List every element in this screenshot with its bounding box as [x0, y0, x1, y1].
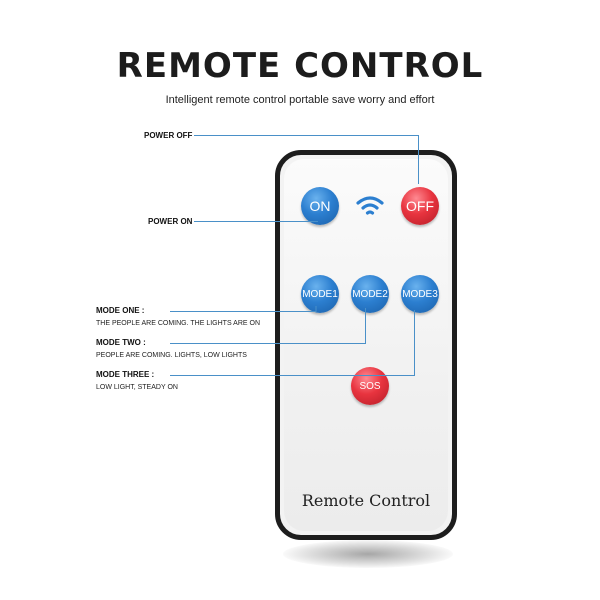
label-power-off: POWER OFF — [144, 131, 193, 140]
mode2-button-label: MODE2 — [352, 288, 388, 300]
label-mode-one-desc: THE PEOPLE ARE COMING. THE LIGHTS ARE ON — [96, 320, 261, 327]
remote-control: ON OFF MODE1 MODE2 MODE3 SOS Remote Cont… — [275, 150, 457, 540]
label-mode-two: MODE TWO : — [96, 338, 146, 347]
mode2-button[interactable]: MODE2 — [351, 275, 389, 313]
on-button[interactable]: ON — [301, 187, 339, 225]
label-mode-three: MODE THREE : — [96, 370, 155, 379]
remote-face: ON OFF MODE1 MODE2 MODE3 SOS Remote Cont… — [284, 159, 448, 531]
remote-brand-text: Remote Control — [301, 491, 431, 510]
page-title: REMOTE CONTROL — [116, 46, 484, 86]
sos-button[interactable]: SOS — [351, 367, 389, 405]
label-power-on: POWER ON — [148, 217, 193, 226]
label-mode-two-desc: PEOPLE ARE COMING. LIGHTS, LOW LIGHTS — [96, 352, 247, 359]
wifi-signal-icon — [354, 191, 386, 223]
sos-button-label: SOS — [359, 380, 381, 392]
mode3-button-label: MODE3 — [402, 288, 438, 300]
mode1-button-label: MODE1 — [302, 288, 338, 300]
remote-shadow — [283, 540, 453, 568]
off-button-label: OFF — [406, 198, 434, 214]
mode3-button[interactable]: MODE3 — [401, 275, 439, 313]
on-button-label: ON — [309, 198, 331, 214]
page-subtitle: Intelligent remote control portable save… — [165, 94, 435, 106]
off-button[interactable]: OFF — [401, 187, 439, 225]
mode1-button[interactable]: MODE1 — [301, 275, 339, 313]
label-mode-three-desc: LOW LIGHT, STEADY ON — [96, 384, 178, 391]
label-mode-one: MODE ONE : — [96, 306, 145, 315]
